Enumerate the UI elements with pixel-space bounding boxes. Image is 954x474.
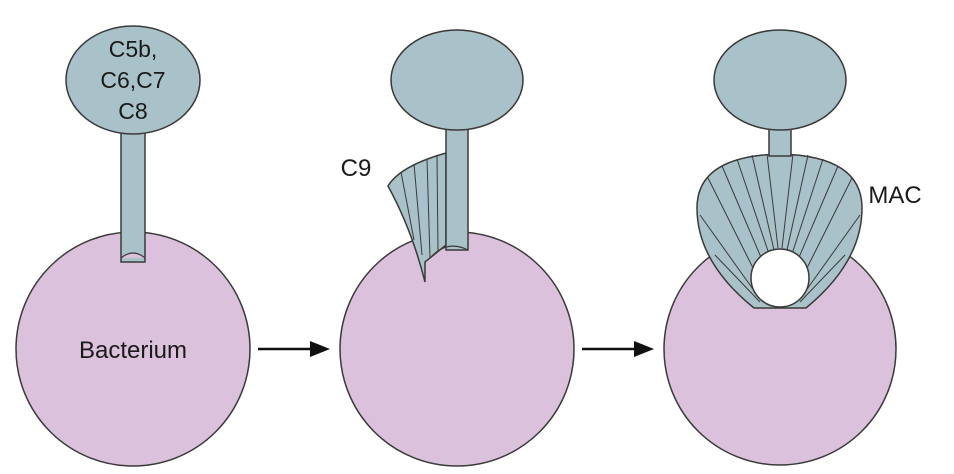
arrow-head-2 xyxy=(634,341,654,357)
complex-label-line-1: C5b, xyxy=(109,36,158,62)
stage-3: MAC xyxy=(663,29,922,466)
bacterium-label: Bacterium xyxy=(79,337,187,364)
complex-stalk-1 xyxy=(120,117,146,263)
membrane-pore xyxy=(750,248,810,308)
bacterium-2 xyxy=(339,231,575,467)
arrow-head-1 xyxy=(310,341,330,357)
mac-funnel-lines xyxy=(699,153,861,303)
complex-head-3 xyxy=(713,29,847,131)
mac-label: MAC xyxy=(868,182,921,209)
stage-1: C5b, C6,C7 C8 Bacterium xyxy=(15,25,251,467)
arrow-2 xyxy=(582,341,654,357)
stalk-insertion-2 xyxy=(431,245,469,257)
stage-2: C9 xyxy=(339,29,575,467)
complex-label-line-3: C8 xyxy=(118,98,147,124)
c9-wedge xyxy=(387,152,447,283)
complex-head-2 xyxy=(390,29,524,131)
arrow-1 xyxy=(258,341,330,357)
c9-label: C9 xyxy=(341,155,372,182)
stalk-insertion-1 xyxy=(120,252,146,259)
complex-stalk-2 xyxy=(445,117,469,251)
c9-wedge-lines xyxy=(400,154,439,259)
complex-label-line-2: C6,C7 xyxy=(100,67,165,93)
complex-head-c5b-c8 xyxy=(65,25,201,135)
